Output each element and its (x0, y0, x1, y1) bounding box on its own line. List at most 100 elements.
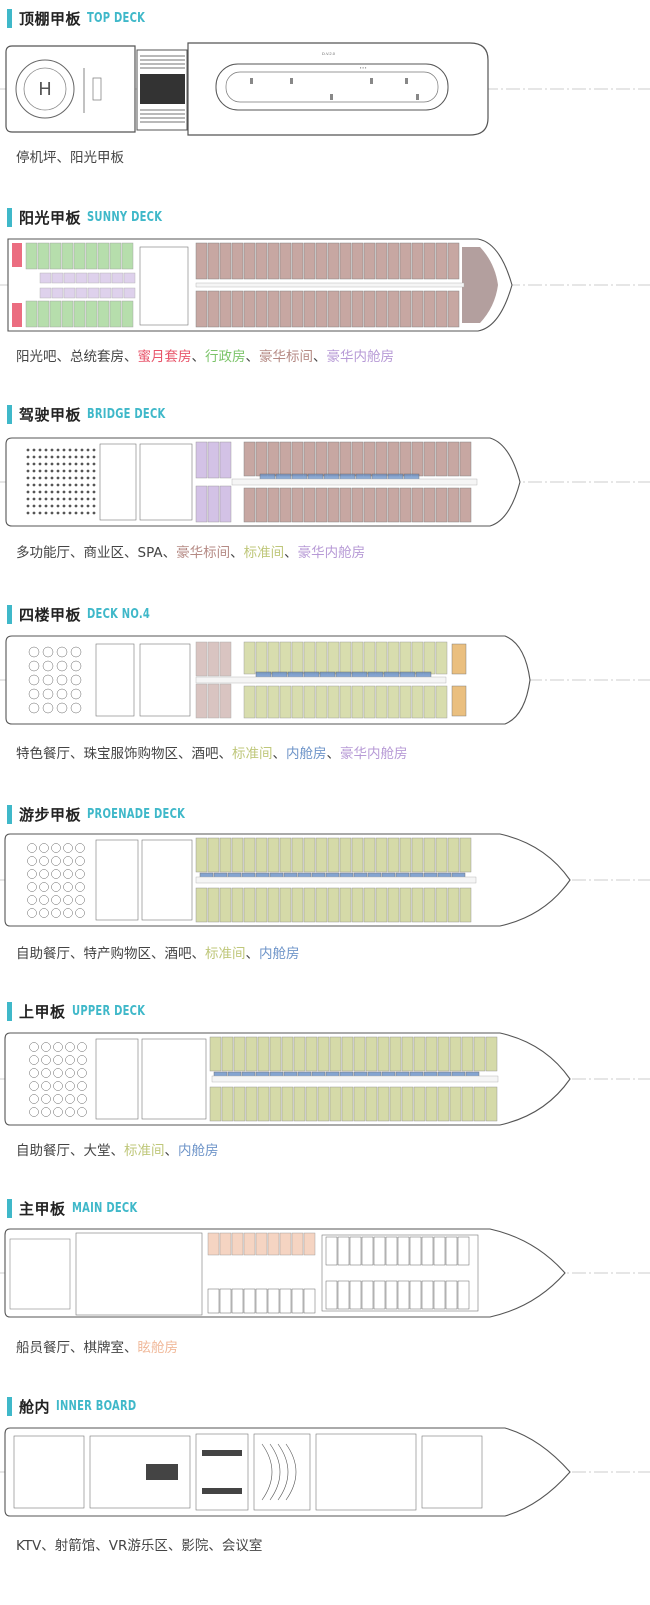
list-separator: 、 (151, 946, 165, 962)
cabin-cell (399, 487, 412, 523)
table-mark (39, 843, 49, 853)
seat-mark (26, 504, 30, 508)
cabin-cell (317, 1036, 330, 1072)
cabin-cell (425, 1086, 438, 1122)
seat-mark (74, 462, 78, 466)
table-mark (75, 882, 85, 892)
cabin-cell (99, 272, 112, 284)
facility-item: 停机坪 (16, 150, 57, 166)
cabin-cell (267, 685, 280, 719)
seat-mark (74, 455, 78, 459)
accent-bar (7, 8, 12, 28)
list-separator: 、 (41, 1538, 55, 1554)
cabin-cell (279, 487, 292, 523)
table-mark (39, 908, 49, 918)
cabin-cell (473, 1036, 486, 1072)
cabin-cell (317, 1086, 330, 1122)
deck-title-cn: 上甲板 (19, 1002, 66, 1021)
facility-item: 影院 (181, 1538, 209, 1554)
table-mark (77, 1081, 87, 1091)
seat-mark (62, 490, 66, 494)
cabin-cell (243, 242, 256, 280)
cabin-cell (279, 1288, 292, 1314)
cabin-cell (315, 487, 328, 523)
table-mark (41, 1081, 51, 1091)
cabin-cell (291, 837, 304, 873)
cabin-cell (447, 242, 460, 280)
seat-mark (62, 497, 66, 501)
cabin-cell (377, 1086, 390, 1122)
cabin-cell (219, 837, 232, 873)
cabin-cell (327, 641, 340, 675)
cabin-cell (209, 1086, 222, 1122)
table-mark (65, 1107, 75, 1117)
cabin-cell (399, 641, 412, 675)
seat-mark (38, 476, 42, 480)
cabin-cell (51, 272, 64, 284)
seat-mark (68, 511, 72, 515)
facility-item: 酒吧 (191, 746, 219, 762)
seat-mark (26, 462, 30, 466)
deck-title-cn: 主甲板 (19, 1199, 66, 1218)
facility-item: 行政房 (205, 349, 246, 365)
cabin-cell (269, 1036, 282, 1072)
deck-title-en: BRIDGE DECK (87, 406, 166, 422)
cabin-cell (279, 242, 292, 280)
table-mark (65, 1081, 75, 1091)
seat-mark (26, 511, 30, 515)
cabin-cell (243, 487, 256, 523)
table-mark (63, 856, 73, 866)
cabin-cell (243, 685, 256, 719)
table-mark (29, 1055, 39, 1065)
cabin-cell (195, 441, 208, 479)
seat-mark (68, 504, 72, 508)
cabin-cell (325, 1236, 338, 1266)
cabin-cell (375, 441, 388, 477)
cabin-cell (339, 837, 352, 873)
cabin-cell (387, 887, 400, 923)
deck-title-cn: 驾驶甲板 (19, 405, 82, 424)
seat-mark (80, 497, 84, 501)
cabin-cell (255, 837, 268, 873)
cabin-cell (327, 487, 340, 523)
seat-mark (62, 511, 66, 515)
list-separator: 、 (326, 746, 341, 762)
deck-title-cn: 舱内 (19, 1397, 51, 1416)
seat-mark (32, 469, 36, 473)
seat-mark (86, 497, 90, 501)
cabin-cell (411, 441, 424, 477)
seat-mark (80, 483, 84, 487)
seat-mark (92, 483, 96, 487)
cabin-cell (387, 487, 400, 523)
facility-item: 蜜月套房 (137, 349, 192, 365)
cabin-cell (459, 837, 472, 873)
cabin-cell (401, 1086, 414, 1122)
cabin-cell (451, 643, 467, 675)
cabin-cell (397, 1280, 410, 1310)
cabin-cell (195, 641, 208, 677)
seat-mark (92, 462, 96, 466)
seat-mark (80, 455, 84, 459)
cabin-cell (351, 290, 364, 328)
list-separator: 、 (162, 545, 177, 561)
table-mark (41, 1094, 51, 1104)
cabin-cell (385, 1236, 398, 1266)
accent-bar (7, 1396, 12, 1416)
cabin-cell (293, 1036, 306, 1072)
seat-mark (62, 483, 66, 487)
cabin-cell (315, 887, 328, 923)
cabin-cell (195, 837, 208, 873)
facility-list: 自助餐厅、特产购物区、酒吧、标准间、内舱房 (16, 942, 300, 962)
cabin-cell (435, 290, 448, 328)
cabin-cell (109, 242, 122, 270)
cabin-cell (233, 1086, 246, 1122)
cabin-cell (413, 1036, 426, 1072)
seat-mark (68, 497, 72, 501)
table-mark (75, 856, 85, 866)
cabin-cell (411, 641, 424, 675)
cabin-cell (399, 242, 412, 280)
seat-mark (86, 476, 90, 480)
seat-mark (26, 455, 30, 459)
seat-mark (44, 490, 48, 494)
cabin-cell (123, 287, 136, 299)
